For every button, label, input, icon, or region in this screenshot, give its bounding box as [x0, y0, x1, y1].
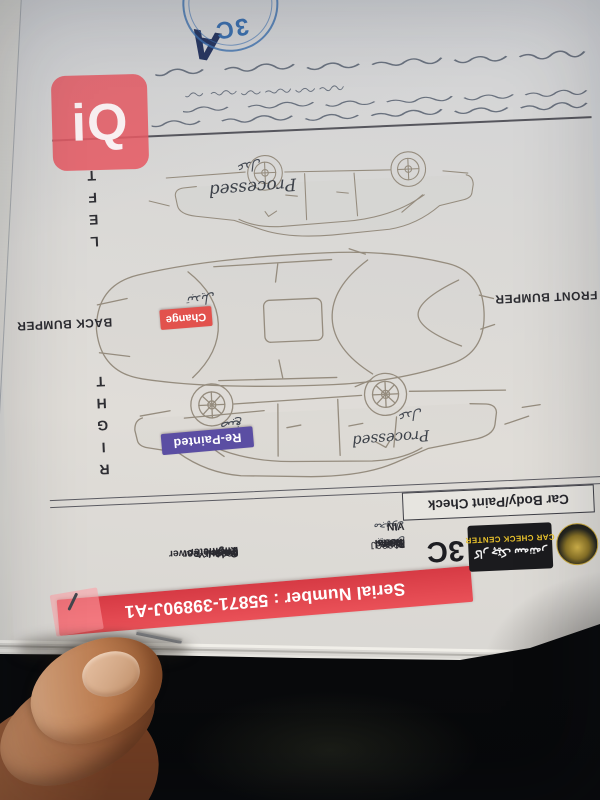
serial-number-bar: Serial Number : 55871-39890J-A1 — [56, 565, 474, 636]
serial-number-text: Serial Number : 55871-39890J-A1 — [123, 579, 407, 623]
badge-english-name: CAR CHECK CENTER — [465, 532, 555, 546]
info-separator: : — [399, 535, 404, 548]
iq-watermark-text: iQ — [70, 92, 130, 153]
report-title: Car Body/Paint Check — [427, 491, 570, 514]
handwritten-repainted-arabic: صبغ — [219, 415, 244, 434]
car-top-view-diagram — [95, 248, 496, 388]
handwritten-change-arabic: تبديل — [186, 289, 216, 308]
info-value: 0 — [232, 543, 239, 557]
logo-3c-text: 3C — [425, 534, 466, 568]
change-chip: Change — [159, 305, 213, 330]
left-side-label: LEFT — [83, 161, 103, 251]
iq-watermark: iQ — [50, 73, 150, 172]
badge-arabic-name: کار چێک سەنتەر — [473, 544, 548, 561]
handwritten-processed-left-arabic: عدل — [236, 156, 263, 175]
handwritten-processed-right-arabic: عدل — [397, 405, 424, 424]
stamp-3c-text: 3C — [212, 12, 251, 45]
change-label: Change — [165, 310, 207, 326]
front-bumper-label: FRONT BUMPER — [494, 288, 598, 307]
vehicle-info-row: Model Year:2022 — [55, 546, 239, 567]
vehicle-info-row: Engine Power:0 — [55, 545, 239, 566]
3c-round-stamp: 3C — [180, 0, 281, 54]
car-check-report-sheet: Serial Number : 55871-39890J-A1 کار چێک … — [0, 0, 600, 678]
handwritten-note-line — [154, 49, 586, 78]
floor-glow — [180, 690, 480, 800]
car-left-side-diagram — [148, 151, 474, 237]
repainted-label: Re-Painted — [172, 430, 243, 451]
vehicle-info-row: Colour:Gray — [55, 547, 239, 568]
info-separator: : — [398, 520, 403, 533]
